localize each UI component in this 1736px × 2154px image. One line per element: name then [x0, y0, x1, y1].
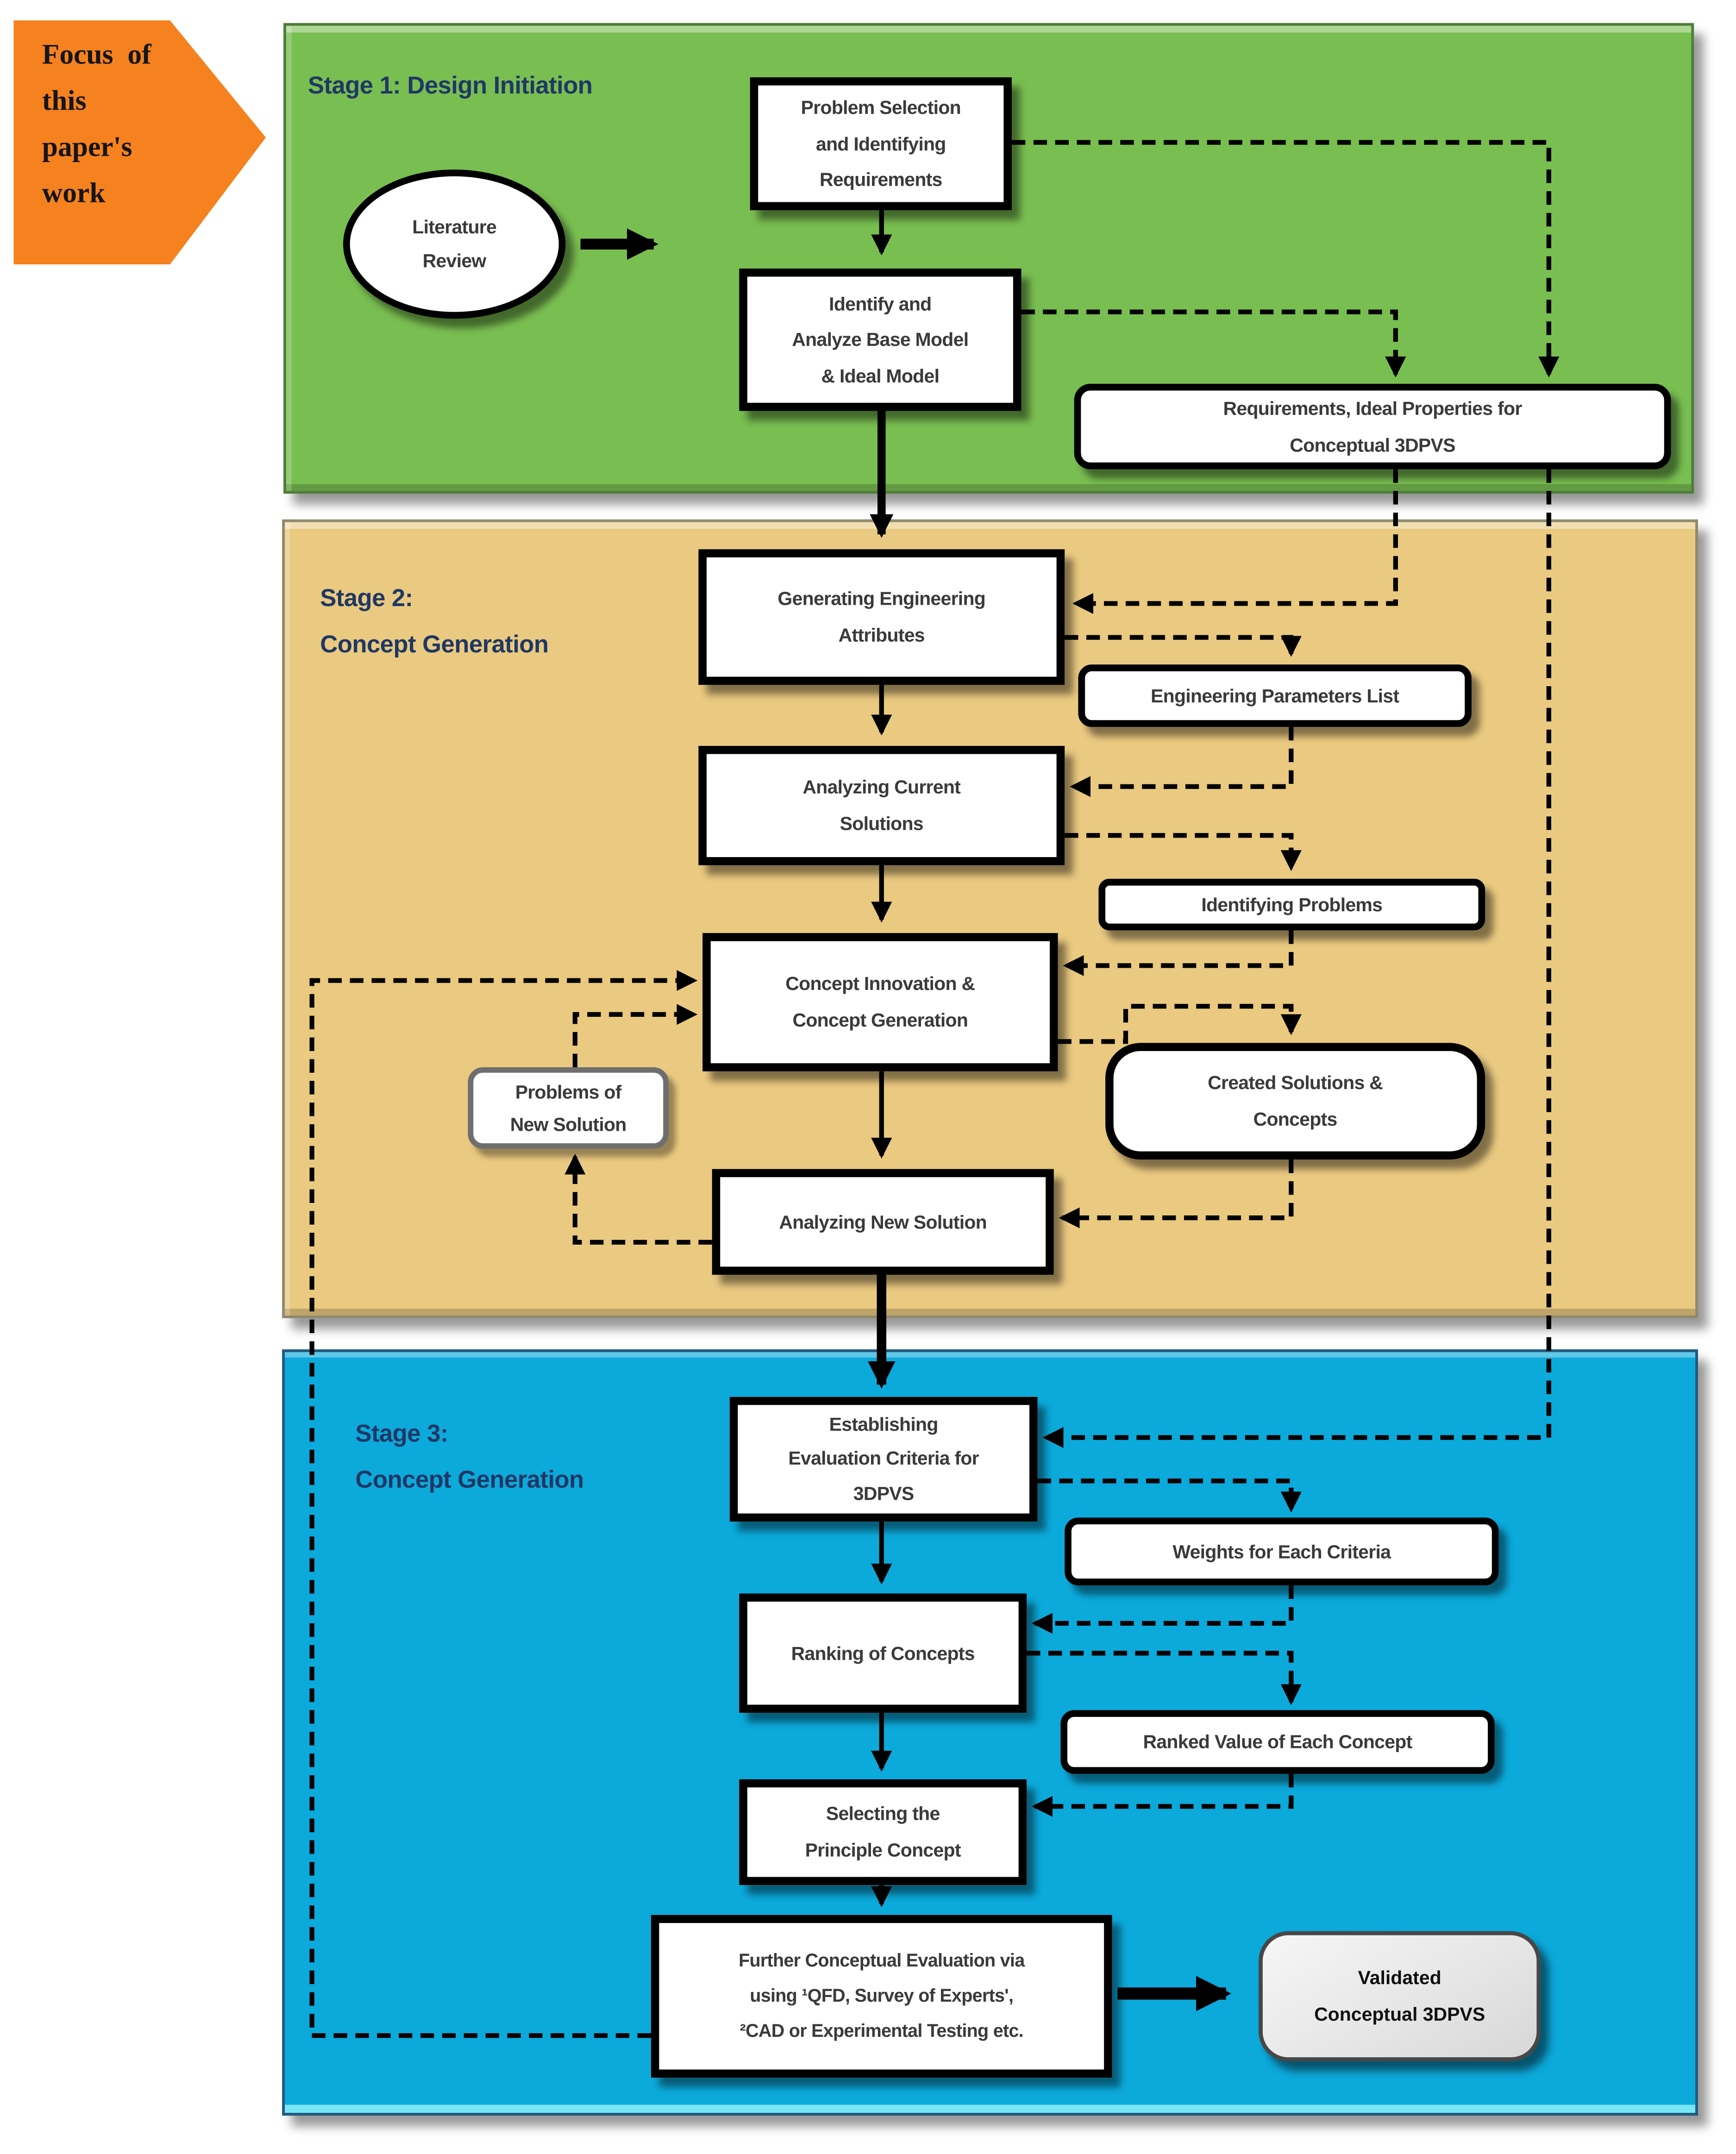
node-analyzing-current: Analyzing Current Solutions — [698, 745, 1065, 865]
node-created-solutions: Created Solutions & Concepts — [1105, 1043, 1485, 1160]
node-validated-3dpvs: Validated Conceptual 3DPVS — [1259, 1931, 1541, 2061]
node-problems-new-solution: Problems of New Solution — [468, 1067, 669, 1149]
focus-callout-label: Focus of this paper's work — [42, 38, 151, 209]
stage2-title: Stage 2: Concept Generation — [320, 584, 549, 658]
node-further-evaluation: Further Conceptual Evaluation via using … — [651, 1915, 1112, 2078]
node-literature-review: Literature Review — [343, 169, 566, 319]
node-selecting-principle: Selecting the Principle Concept — [739, 1779, 1027, 1885]
stage3-title: Stage 3: Concept Generation — [355, 1420, 584, 1494]
node-establishing-criteria: Establishing Evaluation Criteria for 3DP… — [729, 1396, 1038, 1522]
node-requirements-ideal: Requirements, Ideal Properties for Conce… — [1074, 383, 1671, 470]
stage1-title: Stage 1: Design Initiation — [307, 72, 593, 99]
node-identify-analyze: Identify and Analyze Base Model & Ideal … — [739, 268, 1022, 411]
node-ranked-value: Ranked Value of Each Concept — [1060, 1710, 1495, 1774]
focus-callout-arrow: Focus of this paper's work — [13, 20, 266, 265]
node-identifying-problems: Identifying Problems — [1098, 878, 1485, 931]
node-weights-criteria: Weights for Each Criteria — [1065, 1517, 1499, 1585]
node-concept-innovation: Concept Innovation & Concept Generation — [702, 933, 1058, 1071]
node-engineering-parameters: Engineering Parameters List — [1078, 664, 1472, 727]
node-ranking-concepts: Ranking of Concepts — [739, 1593, 1027, 1713]
node-generating-attributes: Generating Engineering Attributes — [698, 549, 1065, 685]
node-analyzing-new-solution: Analyzing New Solution — [712, 1169, 1054, 1275]
node-problem-selection: Problem Selection and Identifying Requir… — [750, 77, 1012, 210]
